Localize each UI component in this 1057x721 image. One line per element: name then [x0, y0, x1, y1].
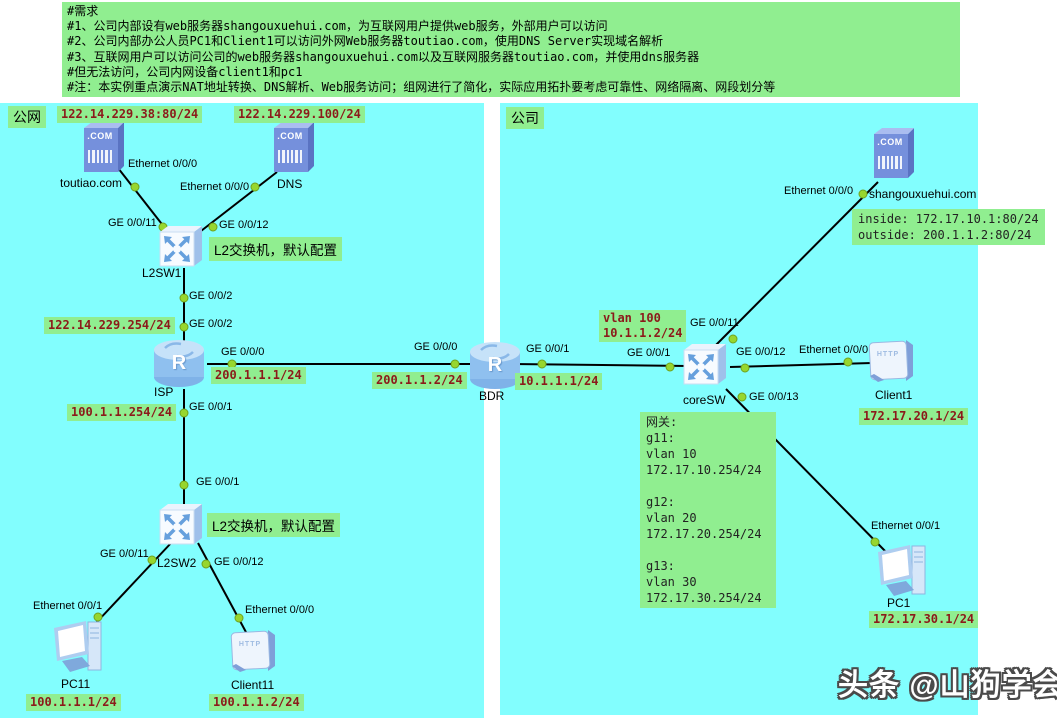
port-label-isp-ge2: GE 0/0/2 [189, 318, 233, 330]
device-l2sw2[interactable] [158, 502, 204, 553]
ip-label-toutiao: 122.14.229.38:80/24 [57, 106, 203, 123]
note-l2sw1: L2交换机，默认配置 [209, 237, 343, 261]
device-name-client11: Client11 [231, 678, 275, 692]
port-label-l2sw1-ge11: GE 0/0/11 [108, 217, 157, 229]
port-label-bdr-ge0: GE 0/0/0 [414, 341, 458, 353]
pc-icon [878, 545, 926, 596]
device-name-pc1: PC1 [887, 596, 911, 610]
device-l2sw1[interactable] [158, 224, 204, 275]
ip-label-dns: 122.14.229.100/24 [234, 106, 365, 123]
note-l2sw2: L2交换机，默认配置 [207, 513, 341, 537]
port-label-isp-ge0: GE 0/0/0 [221, 346, 265, 358]
port-label-isp-ge1: GE 0/0/1 [189, 401, 233, 413]
requirements-line: #注：本实例重点演示NAT地址转换、DNS解析、Web服务访问；组网进行了简化，… [67, 80, 776, 95]
requirements-line: #1、公司内部设有web服务器shangouxuehui.com，为互联网用户提… [67, 19, 608, 34]
device-pc11[interactable] [48, 616, 106, 681]
port-label-coresw-ge1: GE 0/0/1 [627, 347, 671, 359]
device-name-client1: Client1 [875, 388, 913, 402]
region-label-company: 公司 [506, 107, 544, 129]
port-label-l2sw1-ge12: GE 0/0/12 [219, 219, 269, 231]
port-label-coresw-ge11: GE 0/0/11 [690, 317, 739, 329]
pc-icon [54, 621, 102, 672]
device-pc1[interactable] [872, 540, 930, 605]
ip-label-isp-wan: 122.14.229.254/24 [44, 317, 175, 334]
requirements-line: #但无法访问，公司内网设备client1和pc1 [67, 64, 303, 79]
ip-label-pc11: 100.1.1.1/24 [26, 694, 121, 711]
switch-icon [159, 504, 202, 545]
router-icon [154, 340, 204, 387]
region-label-public: 公网 [8, 106, 46, 128]
ip-label-isp-lan: 100.1.1.254/24 [67, 404, 177, 421]
device-name-l2sw2: L2SW2 [157, 556, 197, 570]
ip-label-client1: 172.17.20.1/24 [859, 408, 969, 425]
requirements-note: #需求 #1、公司内部设有web服务器shangouxuehui.com，为互联… [62, 2, 960, 98]
server-icon [874, 128, 914, 178]
ip-label-bdr-inside: 10.1.1.1/24 [515, 373, 603, 390]
device-name-dns: DNS [277, 177, 303, 191]
client-icon [230, 630, 275, 672]
ip-label-isp-internet: 200.1.1.1/24 [211, 367, 306, 384]
device-name-toutiao: toutiao.com [60, 176, 123, 190]
port-label-l2sw2-ge12: GE 0/0/12 [214, 556, 264, 568]
port-label-client1-eth0: Ethernet 0/0/0 [799, 344, 869, 356]
port-label-dns-eth0: Ethernet 0/0/0 [180, 181, 250, 193]
port-label-coresw-ge13: GE 0/0/13 [749, 391, 799, 403]
device-name-isp: ISP [154, 385, 174, 399]
port-label-pc1-eth1: Ethernet 0/0/1 [871, 520, 941, 532]
device-coresw[interactable] [682, 342, 728, 393]
ip-label-pc1: 172.17.30.1/24 [869, 611, 979, 628]
switch-icon [683, 344, 726, 385]
client-icon [868, 340, 913, 382]
port-label-client11-eth0: Ethernet 0/0/0 [245, 604, 315, 616]
device-name-pc11: PC11 [61, 677, 91, 691]
device-client11[interactable]: HTTP [228, 626, 282, 679]
port-label-pc11-eth1: Ethernet 0/0/1 [33, 600, 103, 612]
device-name-l2sw1: L2SW1 [142, 266, 182, 280]
port-label-shangouxuehui-eth0: Ethernet 0/0/0 [784, 185, 854, 197]
requirements-line: #需求 [67, 4, 99, 18]
ip-label-client11: 100.1.1.2/24 [209, 694, 304, 711]
device-toutiao[interactable]: .COM [80, 122, 126, 179]
device-name-bdr: BDR [479, 389, 505, 403]
device-name-shangouxuehui: shangouxuehui.com [869, 187, 977, 201]
port-label-coresw-ge12: GE 0/0/12 [736, 346, 786, 358]
gateway-note-coresw: 网关: g11: vlan 10 172.17.10.254/24 g12: v… [640, 412, 776, 608]
device-dns[interactable]: .COM [270, 122, 316, 179]
router-icon [470, 342, 520, 389]
ip-label-bdr-outside: 200.1.1.2/24 [372, 372, 467, 389]
device-bdr[interactable]: R [467, 339, 523, 396]
port-label-l2sw1-ge2: GE 0/0/2 [189, 290, 233, 302]
switch-icon [159, 226, 202, 267]
server-icon [274, 122, 314, 172]
vlan-label-coresw: vlan 100 10.1.1.2/24 [599, 310, 687, 342]
nat-label-shangouxuehui: inside: 172.17.10.1:80/24 outside: 200.1… [852, 209, 1045, 245]
requirements-line: #3、互联网用户可以访问公司的web服务器shangouxuehui.com以及… [67, 49, 700, 64]
device-shangouxuehui[interactable]: .COM [870, 128, 916, 185]
port-label-bdr-ge1: GE 0/0/1 [526, 343, 570, 355]
watermark: 头条 @山狗学会 [838, 669, 1057, 702]
device-client1[interactable]: HTTP [866, 336, 920, 389]
server-icon [84, 122, 124, 172]
port-label-l2sw2-ge1: GE 0/0/1 [196, 476, 240, 488]
device-name-coresw: coreSW [683, 393, 726, 407]
requirements-line: #2、公司内部办公人员PC1和Client1可以访问外网Web服务器toutia… [67, 34, 664, 49]
port-label-toutiao-eth0: Ethernet 0/0/0 [128, 158, 198, 170]
port-label-l2sw2-ge11: GE 0/0/11 [100, 548, 149, 560]
